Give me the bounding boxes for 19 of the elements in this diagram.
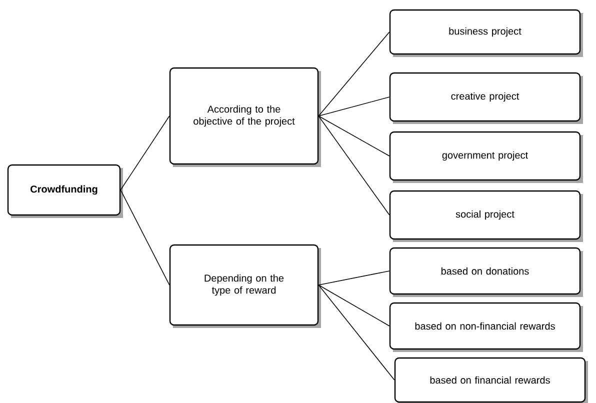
connector-line [318, 32, 390, 116]
connector-line [318, 284, 390, 326]
connector-line [318, 270, 390, 286]
category-box: According to the objective of the project [169, 67, 321, 167]
item-box: business project [389, 9, 583, 57]
item-box: based on non-financial rewards [389, 302, 583, 352]
connector-line [318, 96, 390, 116]
root-box: Crowdfunding [7, 164, 123, 218]
connector-line [120, 190, 170, 286]
item-box: based on financial rewards [394, 357, 588, 403]
connector-line [318, 116, 390, 216]
item-box: social project [389, 190, 583, 242]
connector-line [318, 116, 390, 156]
item-box: government project [389, 131, 583, 183]
connector-line [120, 116, 170, 190]
item-box: based on donations [389, 247, 583, 297]
connector-line [318, 284, 395, 380]
item-box: creative project [389, 72, 583, 124]
category-box: Depending on the type of reward [169, 244, 321, 328]
